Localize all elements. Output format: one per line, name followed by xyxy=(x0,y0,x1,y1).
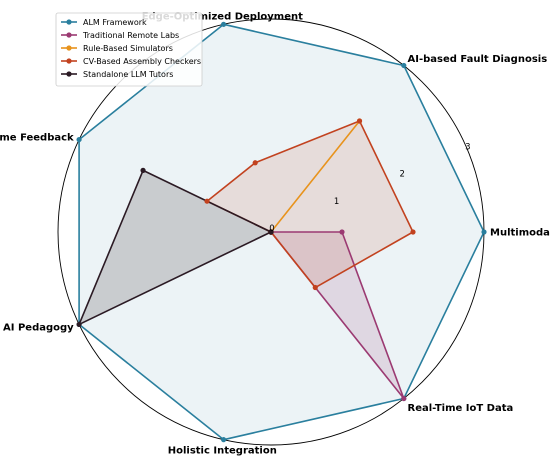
tick-label-0: 0 xyxy=(269,224,274,234)
series-4-point-3 xyxy=(140,167,146,173)
legend-label-4: Standalone LLM Tutors xyxy=(83,70,173,79)
axis-label-0: Multimodal Sensing xyxy=(490,228,550,239)
legend-marker-2 xyxy=(66,45,72,51)
tick-label-3: 3 xyxy=(465,143,470,153)
axis-label-6: Real-Time IoT Data xyxy=(408,403,514,414)
axis-label-1: AI-based Fault Diagnosis xyxy=(408,54,548,65)
legend-label-3: CV-Based Assembly Checkers xyxy=(83,57,201,66)
series-fill-3 xyxy=(207,120,413,288)
series-points xyxy=(76,21,487,443)
series-0-point-0 xyxy=(481,229,487,235)
series-0-point-2 xyxy=(221,21,227,27)
tick-label-2: 2 xyxy=(399,170,404,180)
series-1-point-6 xyxy=(401,395,407,402)
series-4-point-6 xyxy=(268,229,274,235)
series-0-point-5 xyxy=(221,437,227,443)
series-0-point-1 xyxy=(401,62,407,69)
legend-label-2: Rule-Based Simulators xyxy=(83,44,173,53)
axis-labels: Multimodal Sensing AI-based Fault Diagnos… xyxy=(0,12,550,457)
axis-label-3: Real-Time Feedback xyxy=(0,133,74,144)
axis-label-4: Generative AI Pedagogy xyxy=(0,323,74,334)
series-3-point-1 xyxy=(356,118,363,124)
axis-label-2: Edge-Optimized Deployment xyxy=(142,12,303,23)
legend-label-1: Traditional Remote Labs xyxy=(82,31,179,40)
series-3-point-6 xyxy=(312,284,318,291)
series-3-point-2 xyxy=(252,160,258,166)
series-4-point-4 xyxy=(76,321,82,328)
legend-marker-4 xyxy=(66,71,72,77)
series-line-0 xyxy=(78,23,485,441)
series-3-point-0 xyxy=(410,229,416,235)
axis-label-5: Holistic Integration xyxy=(168,446,277,457)
legend-marker-0 xyxy=(66,19,72,25)
tick-label-1: 1 xyxy=(334,197,339,207)
series-1-point-0 xyxy=(339,229,345,235)
radial-ticks: 0 1 2 3 xyxy=(269,143,470,235)
legend-box xyxy=(55,12,203,87)
series-3-point-3 xyxy=(204,198,210,204)
legend-marker-3 xyxy=(66,58,72,64)
series-0-point-3 xyxy=(76,136,82,143)
series-line-1 xyxy=(270,231,405,400)
legend-marker-1 xyxy=(66,32,72,38)
legend-label-0: ALM Framework xyxy=(83,18,147,27)
